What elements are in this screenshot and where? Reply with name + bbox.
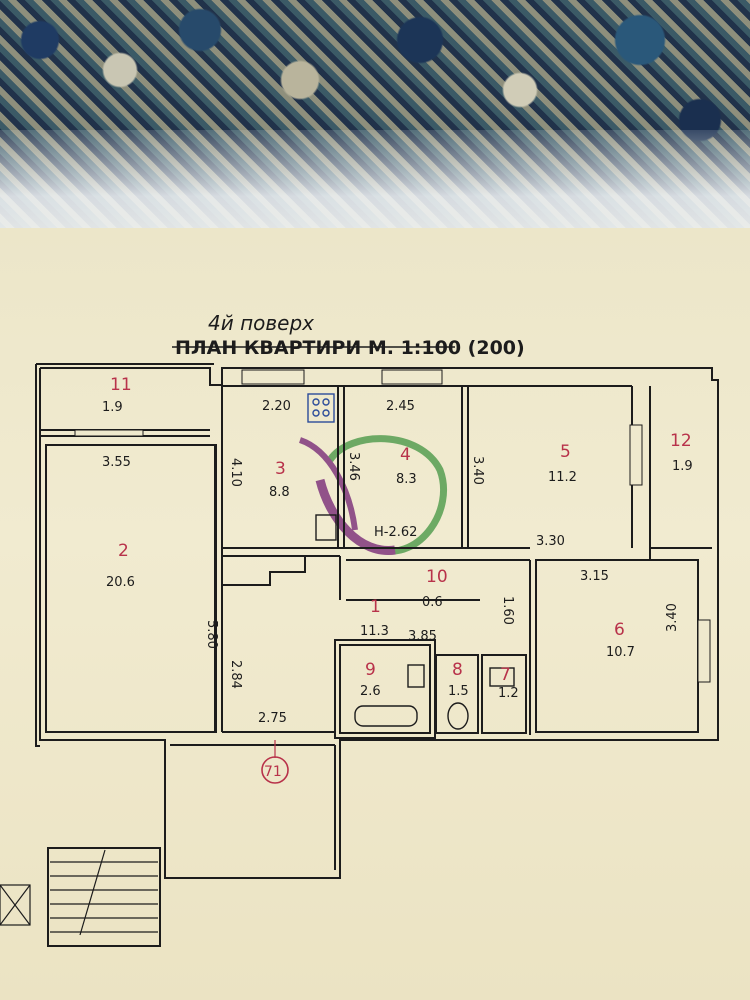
room-num: 12 xyxy=(670,431,692,451)
dimension-label: 2.84 xyxy=(228,660,243,689)
dimension-label: 3.46 xyxy=(346,452,361,481)
room-area: 11.2 xyxy=(548,470,577,485)
dimension-label: 4.10 xyxy=(228,458,243,487)
dimension-label: H-2.62 xyxy=(374,525,417,540)
room-num: 3 xyxy=(275,459,286,479)
room-area: 0.6 xyxy=(422,595,443,610)
dimension-label: 2.75 xyxy=(258,711,287,726)
dimension-label: 2.45 xyxy=(386,399,415,414)
room-num: 2 xyxy=(118,541,129,561)
watermark-logo xyxy=(298,435,448,555)
handwritten-floor-note: 4й поверх xyxy=(208,311,314,335)
room-area: 10.7 xyxy=(606,645,635,660)
apartment-number: 71 xyxy=(264,764,282,780)
dimension-label: 1.60 xyxy=(500,596,515,625)
room-area: 2.6 xyxy=(360,684,381,699)
room-area: 1.2 xyxy=(498,686,519,701)
room-area: 20.6 xyxy=(106,575,135,590)
dimension-label: 3.30 xyxy=(536,534,565,549)
room-num: 11 xyxy=(110,375,132,395)
room-num: 4 xyxy=(400,445,411,465)
room-area: 11.3 xyxy=(360,624,389,639)
apartment-number-badge: 71 xyxy=(261,740,289,784)
room-num: 8 xyxy=(452,660,463,680)
bath-sink-icon xyxy=(407,664,425,688)
room-num: 9 xyxy=(365,660,376,680)
room-area: 8.3 xyxy=(396,472,417,487)
room-num: 5 xyxy=(560,442,571,462)
toilet-icon xyxy=(447,702,469,730)
room-num: 10 xyxy=(426,567,448,587)
dimension-label: 3.40 xyxy=(470,456,485,485)
sink-icon xyxy=(315,514,337,541)
room-num: 6 xyxy=(614,620,625,640)
walls xyxy=(35,363,719,947)
room-num: 7 xyxy=(500,665,511,685)
dimension-label: 3.55 xyxy=(102,455,131,470)
room-area: 8.8 xyxy=(269,485,290,500)
plastic-sleeve xyxy=(0,130,750,240)
room-area: 1.5 xyxy=(448,684,469,699)
bathtub-icon xyxy=(354,705,418,727)
sink-small-icon xyxy=(489,667,515,687)
dimension-label: 5.80 xyxy=(204,620,219,649)
room-area: 1.9 xyxy=(672,459,693,474)
fixtures xyxy=(307,393,515,730)
stairs xyxy=(0,849,158,936)
floor-plan-paper xyxy=(0,228,750,1000)
plan-title: ПЛАН КВАРТИРИ М. 1:100 (200) xyxy=(175,337,525,359)
room-num: 1 xyxy=(370,597,381,617)
windows xyxy=(74,369,711,683)
stove-icon xyxy=(307,393,335,423)
dimension-label: 2.20 xyxy=(262,399,291,414)
dimension-label: 3.40 xyxy=(665,603,680,632)
dimension-label: 3.85 xyxy=(408,629,437,644)
room-area: 1.9 xyxy=(102,400,123,415)
dimension-label: 3.15 xyxy=(580,569,609,584)
